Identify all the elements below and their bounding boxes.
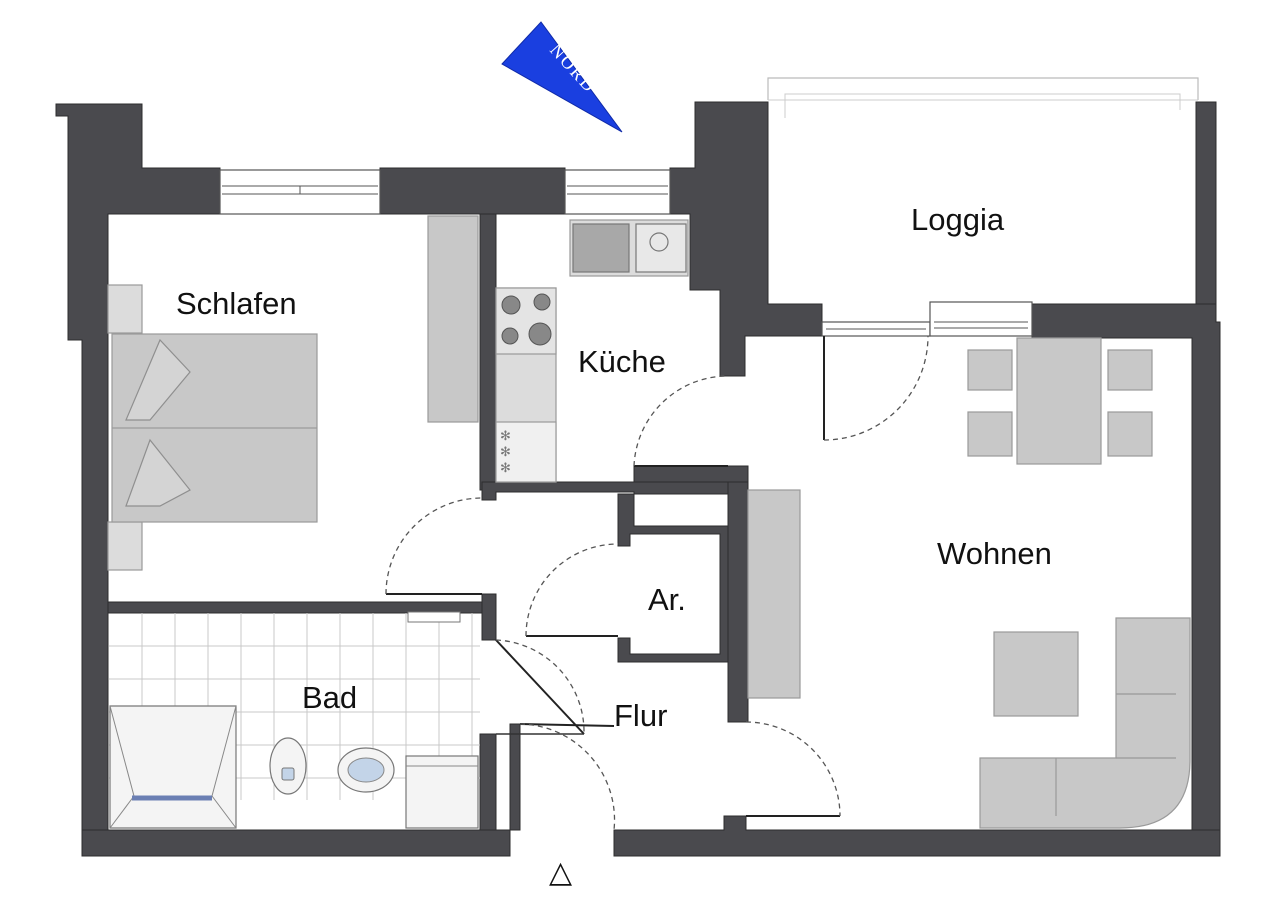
room-label-wohnen: Wohnen	[937, 536, 1052, 571]
room-labels: Schlafen Küche Loggia Wohnen Bad Ar. Flu…	[176, 202, 1052, 733]
stove-burner-icon	[501, 295, 521, 315]
window-kueche	[564, 169, 671, 215]
walls	[55, 101, 1221, 857]
toilet	[269, 737, 307, 795]
window-wohnen-right	[929, 301, 1033, 337]
room-label-schlafen: Schlafen	[176, 286, 297, 321]
washing-machine	[405, 755, 479, 829]
svg-text:✻: ✻	[500, 461, 511, 476]
wardrobe	[427, 215, 479, 423]
wohnen-furniture	[747, 337, 1191, 829]
room-label-bad: Bad	[302, 680, 357, 715]
room-label-abstellraum: Ar.	[648, 582, 686, 617]
doors	[385, 335, 929, 831]
schlafen-furniture	[107, 215, 479, 571]
nightstand-bottom	[107, 521, 143, 571]
corner-sofa	[979, 617, 1191, 829]
svg-text:✻: ✻	[500, 429, 511, 444]
svg-text:✻: ✻	[500, 445, 511, 460]
nightstand-top	[107, 284, 143, 334]
room-label-kueche: Küche	[578, 344, 666, 379]
loggia-outline	[767, 77, 1199, 118]
room-label-loggia: Loggia	[911, 202, 1005, 237]
sideboard	[747, 489, 801, 699]
bad-furniture	[109, 611, 479, 829]
shower-tray	[109, 705, 237, 829]
kueche-furniture: ✻ ✻ ✻	[495, 219, 689, 483]
room-label-flur: Flur	[614, 698, 667, 733]
dining-table	[1016, 337, 1102, 465]
chair	[967, 349, 1013, 391]
windows	[219, 169, 1033, 337]
north-arrow: NORD	[501, 21, 623, 133]
sink-icon	[572, 223, 630, 273]
entrance-marker-icon: △	[549, 855, 572, 890]
coffee-table	[993, 631, 1079, 717]
